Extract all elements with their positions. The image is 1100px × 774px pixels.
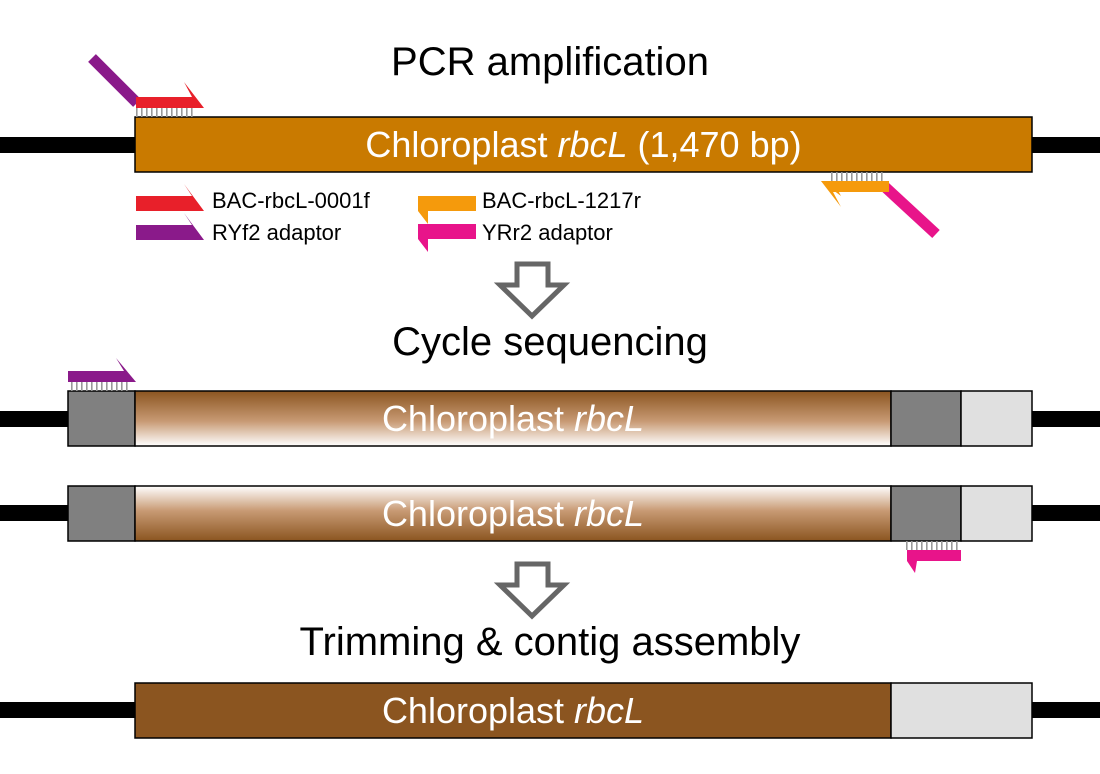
seq-r-adaptor-right: [890, 485, 962, 542]
seq-r-adaptor-left: [67, 485, 136, 542]
flow-arrow-down-icon: [493, 261, 571, 320]
pcr-reverse-primer-icon: [821, 172, 940, 239]
pcr-bar-label-wrap: Chloroplast rbcL (1,470 bp): [135, 122, 1032, 172]
step-title-trimming: Trimming & contig assembly: [299, 620, 801, 664]
step-title-pcr: PCR amplification: [391, 40, 709, 84]
legend-adaptor-r-icon: [418, 224, 476, 252]
seq-r-adaptor-primer-icon: [903, 541, 961, 573]
contig-bar-label: Chloroplast rbcL: [381, 690, 645, 731]
seq-r-bar-label: Chloroplast rbcL: [381, 493, 645, 534]
seq-f-adaptor-primer-icon: [68, 358, 136, 391]
seq-r-bar-label-wrap: Chloroplast rbcL: [135, 491, 891, 541]
seq-f-unread-region: [960, 390, 1033, 447]
step-title-cycle-sequencing: Cycle sequencing: [392, 320, 708, 364]
legend-primer-f-icon: [136, 184, 204, 211]
seq-r-dna-line: [0, 505, 1100, 521]
legend-primer-f-label: BAC-rbcL-0001f: [212, 188, 370, 213]
seq-r-unread-region: [960, 485, 1033, 542]
contig-bar: [134, 682, 892, 739]
legend-primer-r-label: BAC-rbcL-1217r: [482, 188, 641, 213]
legend-adaptor-r-label: YRr2 adaptor: [482, 220, 613, 245]
seq-f-adaptor-left: [67, 390, 136, 447]
legend-primer-r-icon: [418, 196, 476, 224]
seq-f-bar-label: Chloroplast rbcL: [381, 398, 645, 439]
pcr-forward-primer-icon: [88, 54, 204, 117]
flow-arrow-down-icon: [493, 561, 571, 620]
seq-f-bar-label-wrap: Chloroplast rbcL: [135, 396, 891, 446]
seq-f-dna-line: [0, 411, 1100, 427]
pcr-amplicon-bar: [134, 116, 1033, 173]
legend-adaptor-f-icon: [136, 213, 204, 240]
legend-adaptor-f-label: RYf2 adaptor: [212, 220, 342, 245]
pcr-bar-label: Chloroplast rbcL (1,470 bp): [365, 124, 802, 165]
contig-unread-region: [890, 682, 1033, 739]
seq-f-read-bar: [134, 390, 892, 447]
contig-dna-line: [0, 702, 1100, 718]
seq-f-adaptor-right: [890, 390, 962, 447]
pcr-dna-line: [0, 137, 1100, 153]
seq-r-read-bar: [134, 485, 892, 542]
contig-bar-label-wrap: Chloroplast rbcL: [135, 688, 891, 738]
